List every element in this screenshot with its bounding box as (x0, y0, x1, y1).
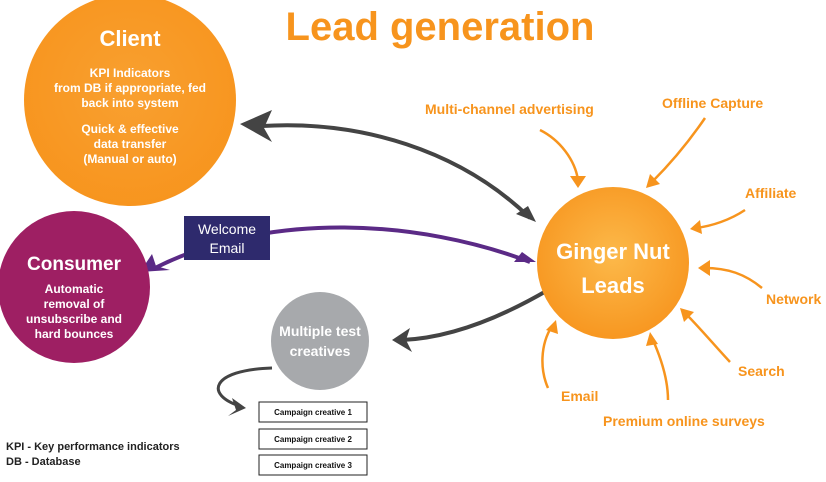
arrowhead-multichannel (570, 176, 586, 188)
campaign-creative-box-2 (258, 428, 368, 450)
source-arrowheads (546, 174, 710, 346)
client-title: Client (99, 26, 161, 51)
client-arrowhead (240, 110, 272, 142)
welcome-email-line-2: Email (209, 240, 244, 256)
consumer-arrowhead (140, 254, 170, 272)
source-affiliate: Affiliate (745, 185, 797, 201)
arrow-network (703, 266, 763, 289)
consumer-text-line-4: hard bounces (35, 327, 114, 341)
arrowhead-network (698, 260, 710, 276)
source-multi-channel-advertising: Multi-channel advertising (425, 101, 594, 117)
test-creatives-line-2: creatives (290, 343, 351, 359)
legend-kpi: KPI - Key performance indicators (6, 441, 180, 453)
arrowhead-affiliate (690, 220, 702, 234)
hub-to-client-connector (261, 123, 532, 220)
arrowhead-offline (646, 174, 660, 188)
client-node: Client KPI Indicators from DB if appropr… (24, 0, 236, 206)
campaign-creative-box-3 (258, 454, 368, 476)
arrowhead-email (546, 320, 558, 334)
client-text-line-1: KPI Indicators (90, 66, 171, 80)
arrow-surveys (650, 337, 670, 401)
source-offline-capture: Offline Capture (662, 95, 763, 111)
test-creatives-line-1: Multiple test (279, 323, 361, 339)
welcome-email-line-1: Welcome (198, 221, 256, 237)
consumer-node: Consumer Automatic removal of unsubscrib… (0, 211, 150, 363)
campaign-arrowhead (228, 398, 246, 416)
legend-db: DB - Database (6, 456, 81, 468)
source-network: Network (766, 291, 821, 307)
welcome-email-box: Welcome Email (184, 216, 270, 260)
hub-title-line-1: Ginger Nut (556, 239, 670, 264)
client-arrow-tail (516, 206, 536, 222)
source-search: Search (738, 363, 785, 379)
arrow-search (685, 313, 731, 363)
consumer-text-line-1: Automatic (45, 282, 104, 296)
campaign-creative-box-1 (258, 401, 368, 423)
arrowhead-surveys (646, 332, 658, 346)
arrowhead-search (680, 308, 694, 322)
client-text-line-6: data transfer (94, 137, 167, 151)
consumer-text-line-2: removal of (44, 297, 106, 311)
creatives-to-campaign-connector (216, 366, 273, 408)
consumer-title: Consumer (27, 254, 122, 275)
test-creatives-node: Multiple test creatives (271, 292, 369, 390)
client-text-line-5: Quick & effective (81, 122, 179, 136)
arrow-multichannel (539, 128, 580, 181)
source-email: Email (561, 388, 598, 404)
campaign-creative-2: Campaign creative 2 (274, 435, 352, 444)
consumer-arrow-tail (514, 252, 536, 262)
campaign-creative-3: Campaign creative 3 (274, 461, 352, 470)
client-text-line-3: back into system (81, 96, 178, 110)
source-premium-online-surveys: Premium online surveys (603, 413, 765, 429)
arrow-offline (651, 117, 707, 183)
hub-title-line-2: Leads (581, 273, 645, 298)
campaign-creatives-list: Campaign creative 1 Campaign creative 2 … (258, 401, 368, 476)
consumer-text-line-3: unsubscribe and (26, 312, 122, 326)
hub-to-creatives-connector (401, 288, 550, 342)
arrow-email (541, 325, 554, 389)
page-title: Lead generation (286, 5, 595, 49)
ginger-nut-leads-hub: Ginger Nut Leads (537, 187, 689, 339)
arrow-affiliate (695, 208, 746, 230)
creatives-arrowhead (392, 328, 412, 352)
campaign-creative-1: Campaign creative 1 (274, 408, 352, 417)
client-text-line-2: from DB if appropriate, fed (54, 81, 206, 95)
client-text-line-7: (Manual or auto) (83, 152, 176, 166)
